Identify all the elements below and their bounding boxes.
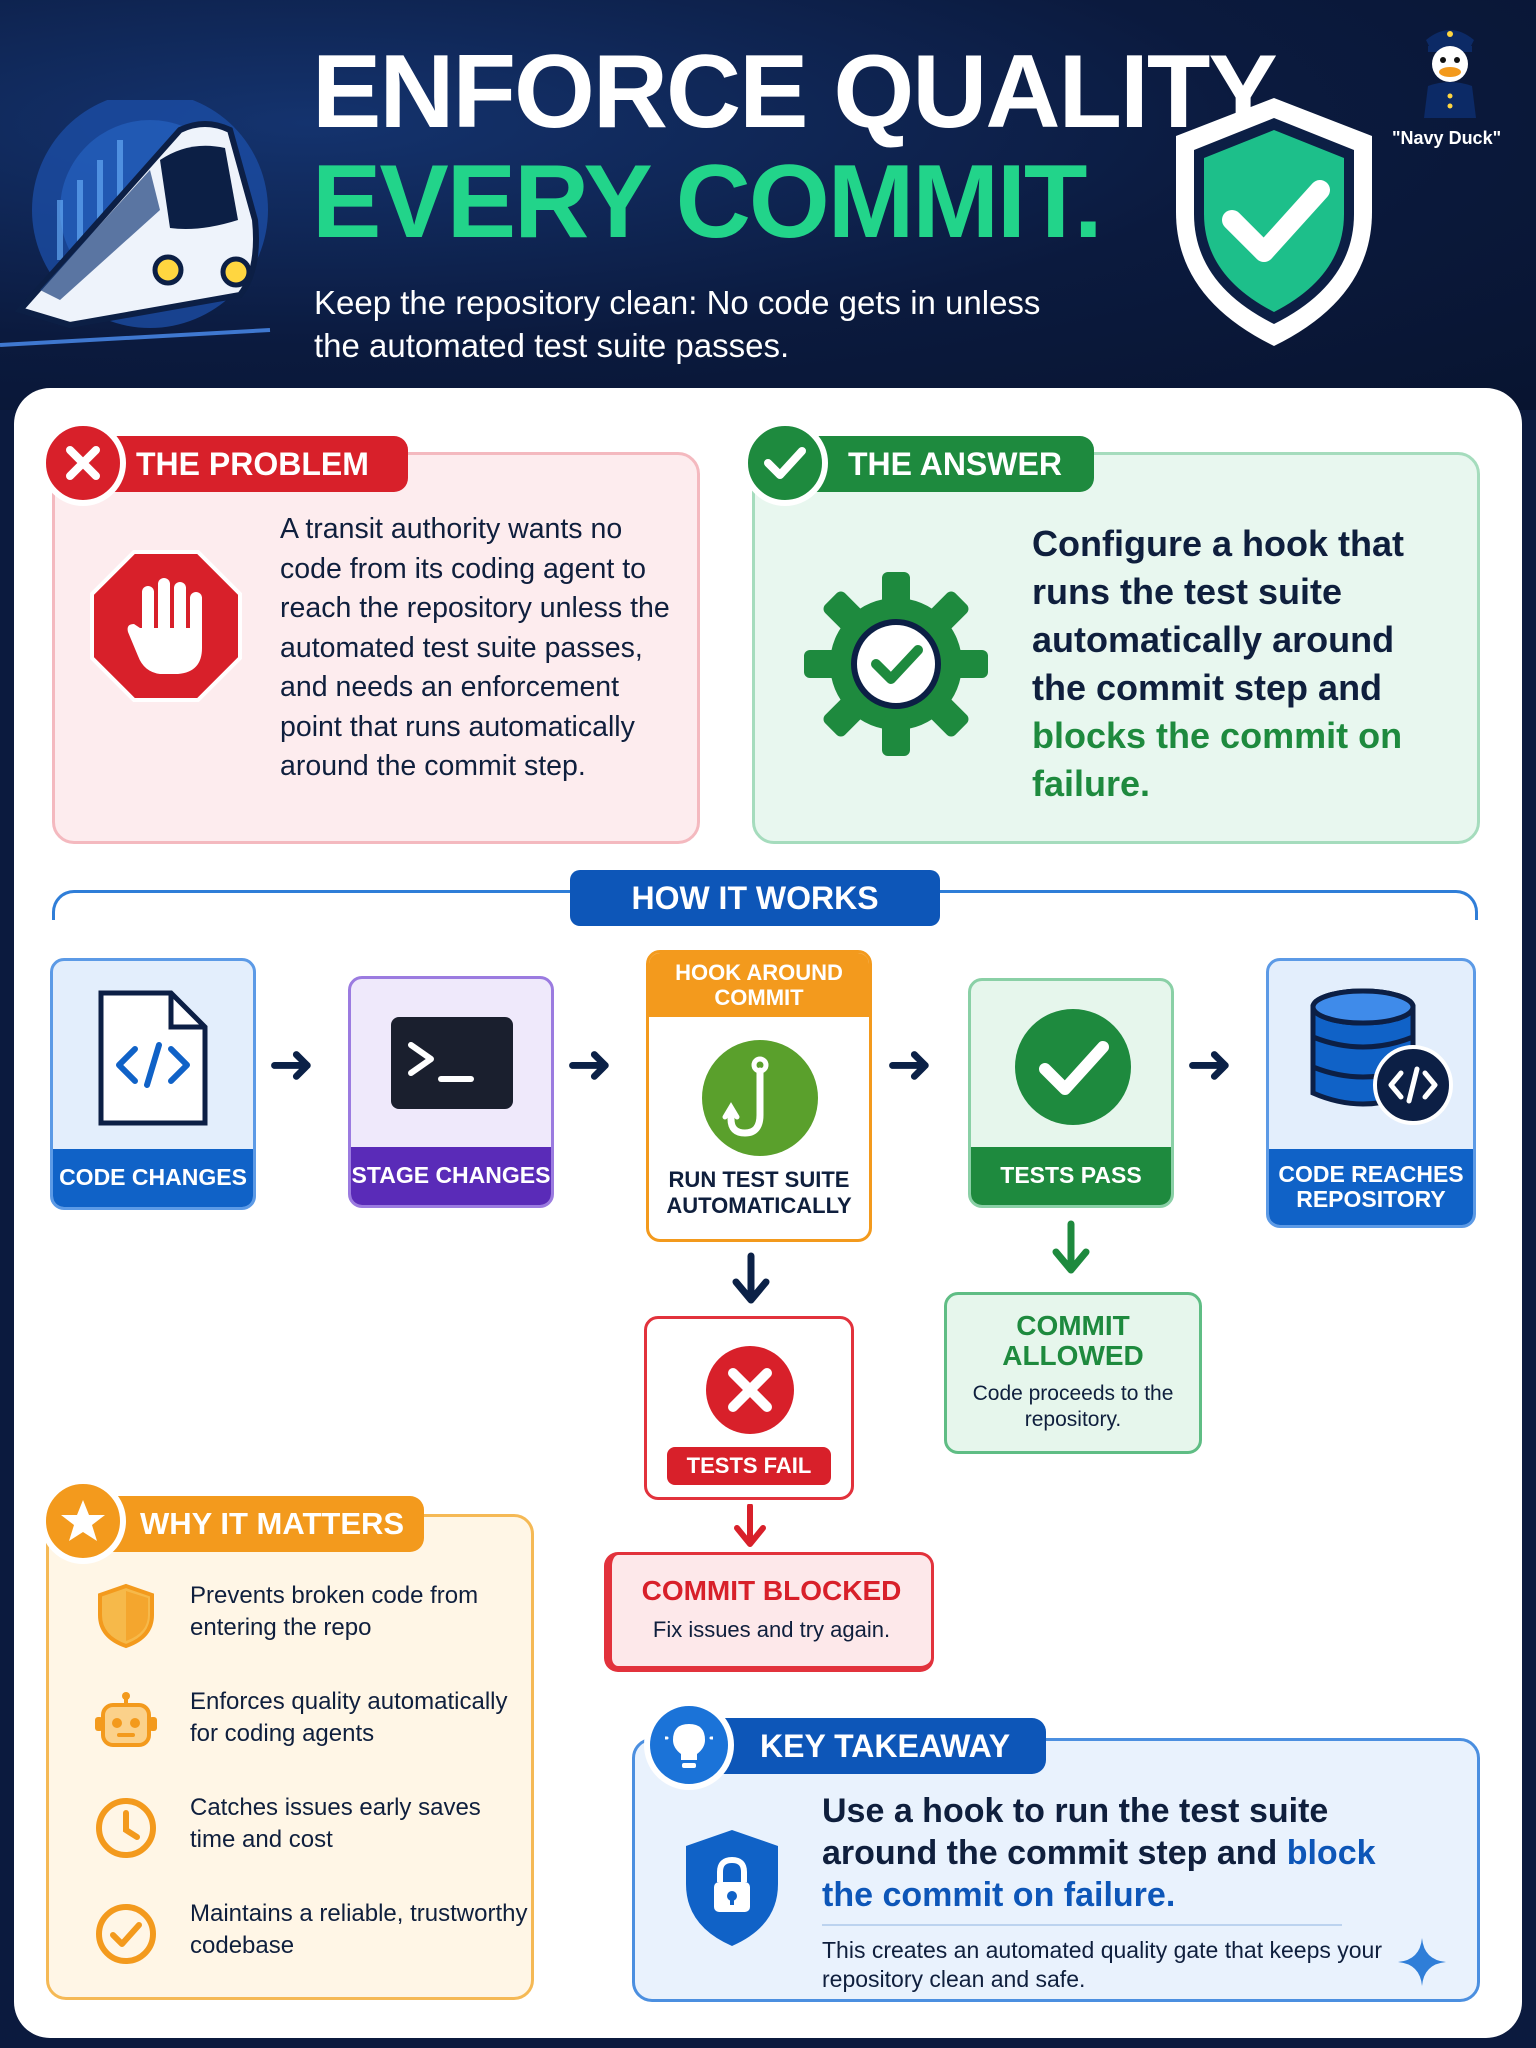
step-tests-pass: TESTS PASS bbox=[968, 978, 1174, 1208]
clock-icon bbox=[90, 1796, 162, 1860]
step-hook-around-commit: HOOK AROUND COMMIT RUN TEST SUITE AUTOMA… bbox=[646, 950, 872, 1242]
lightbulb-icon bbox=[644, 1700, 734, 1790]
check-circle-icon bbox=[1015, 1009, 1131, 1125]
gear-check-icon bbox=[804, 572, 988, 756]
why-it-matters-label: WHY IT MATTERS bbox=[86, 1496, 424, 1552]
hook-icon bbox=[702, 1040, 818, 1156]
key-takeaway-label: KEY TAKEAWAY bbox=[690, 1718, 1046, 1774]
stop-hand-icon bbox=[90, 550, 242, 702]
key-takeaway-sub: This creates an automated quality gate t… bbox=[822, 1937, 1382, 1992]
mascot-caption: "Navy Duck" bbox=[1392, 128, 1502, 148]
step-label-code-changes: CODE CHANGES bbox=[53, 1149, 253, 1207]
star-icon bbox=[40, 1478, 126, 1564]
shield-check-icon bbox=[1176, 98, 1372, 346]
arrow-down-blocked-icon bbox=[734, 1504, 766, 1547]
arrow-right-icon: ➜ bbox=[1186, 1032, 1233, 1095]
step-stage-changes: STAGE CHANGES bbox=[348, 976, 554, 1208]
tests-fail-label: TESTS FAIL bbox=[667, 1447, 831, 1485]
why-item-text: Catches issues early saves time and cost bbox=[190, 1794, 481, 1853]
commit-blocked-text: Fix issues and try again. bbox=[652, 1617, 891, 1642]
how-it-works-label: HOW IT WORKS bbox=[570, 870, 940, 926]
check-circle-icon bbox=[742, 420, 828, 506]
arrow-right-icon: ➜ bbox=[566, 1032, 613, 1095]
shield-icon bbox=[90, 1583, 162, 1649]
why-item-text: Prevents broken code from entering the r… bbox=[190, 1582, 479, 1641]
step-label-tests-pass: TESTS PASS bbox=[971, 1147, 1171, 1205]
code-file-icon bbox=[98, 990, 208, 1126]
problem-text: A transit authority wants no code from i… bbox=[280, 513, 670, 782]
arrow-down-pass-icon bbox=[1052, 1220, 1090, 1274]
x-circle-icon bbox=[40, 420, 126, 506]
sparkle-icon bbox=[1398, 1938, 1446, 1986]
step-label-code-reaches-repository: CODE REACHES REPOSITORY bbox=[1269, 1149, 1473, 1225]
headline-line-2: EVERY COMMIT. bbox=[312, 144, 1103, 260]
answer-text-plain: Configure a hook that runs the test suit… bbox=[1032, 523, 1404, 708]
database-code-icon bbox=[1310, 988, 1453, 1125]
header-subtitle: Keep the repository clean: No code gets … bbox=[314, 284, 1041, 364]
step-code-changes: CODE CHANGES bbox=[50, 958, 256, 1210]
key-divider bbox=[822, 1924, 1342, 1926]
hook-step-header: HOOK AROUND COMMIT bbox=[649, 953, 869, 1017]
header-banner: ENFORCE QUALITY. EVERY COMMIT. Keep the … bbox=[0, 0, 1536, 410]
robot-icon bbox=[90, 1690, 162, 1754]
why-item: Enforces quality automatically for codin… bbox=[90, 1686, 530, 1756]
key-main-plain: Use a hook to run the test suite around … bbox=[822, 1792, 1329, 1872]
x-circle-icon bbox=[706, 1346, 794, 1434]
commit-blocked-box: COMMIT BLOCKED Fix issues and try again. bbox=[604, 1552, 934, 1672]
why-item-text: Enforces quality automatically for codin… bbox=[190, 1688, 508, 1747]
commit-allowed-text: Code proceeds to the repository. bbox=[972, 1382, 1174, 1431]
answer-text: Configure a hook that runs the test suit… bbox=[1032, 520, 1452, 808]
duck-mascot-icon bbox=[1424, 30, 1476, 118]
why-item: Catches issues early saves time and cost bbox=[90, 1792, 530, 1862]
train-illustration bbox=[0, 100, 271, 347]
step-code-reaches-repository: CODE REACHES REPOSITORY bbox=[1266, 958, 1476, 1228]
arrow-right-icon: ➜ bbox=[268, 1032, 315, 1095]
key-takeaway-main: Use a hook to run the test suite around … bbox=[822, 1790, 1422, 1916]
answer-text-highlight: blocks the commit on failure. bbox=[1032, 715, 1403, 804]
commit-allowed-box: COMMIT ALLOWED Code proceeds to the repo… bbox=[944, 1292, 1202, 1454]
commit-allowed-title: COMMIT ALLOWED bbox=[1002, 1310, 1144, 1371]
key-main-highlight: block the commit on failure. bbox=[822, 1834, 1376, 1914]
why-item-text: Maintains a reliable, trustworthy codeba… bbox=[190, 1900, 528, 1959]
arrow-right-icon: ➜ bbox=[886, 1032, 933, 1095]
terminal-icon bbox=[391, 1017, 513, 1109]
why-item: Prevents broken code from entering the r… bbox=[90, 1580, 530, 1650]
check-badge-icon bbox=[90, 1902, 162, 1966]
lock-shield-icon bbox=[686, 1830, 778, 1946]
arrow-down-fail-icon bbox=[730, 1252, 772, 1308]
headline-line-1: ENFORCE QUALITY. bbox=[312, 34, 1293, 150]
why-item: Maintains a reliable, trustworthy codeba… bbox=[90, 1898, 530, 1968]
step-label-stage-changes: STAGE CHANGES bbox=[351, 1147, 551, 1205]
commit-blocked-title: COMMIT BLOCKED bbox=[641, 1575, 902, 1606]
tests-fail-box: TESTS FAIL bbox=[644, 1316, 854, 1500]
hook-step-label: RUN TEST SUITE AUTOMATICALLY bbox=[666, 1167, 852, 1218]
